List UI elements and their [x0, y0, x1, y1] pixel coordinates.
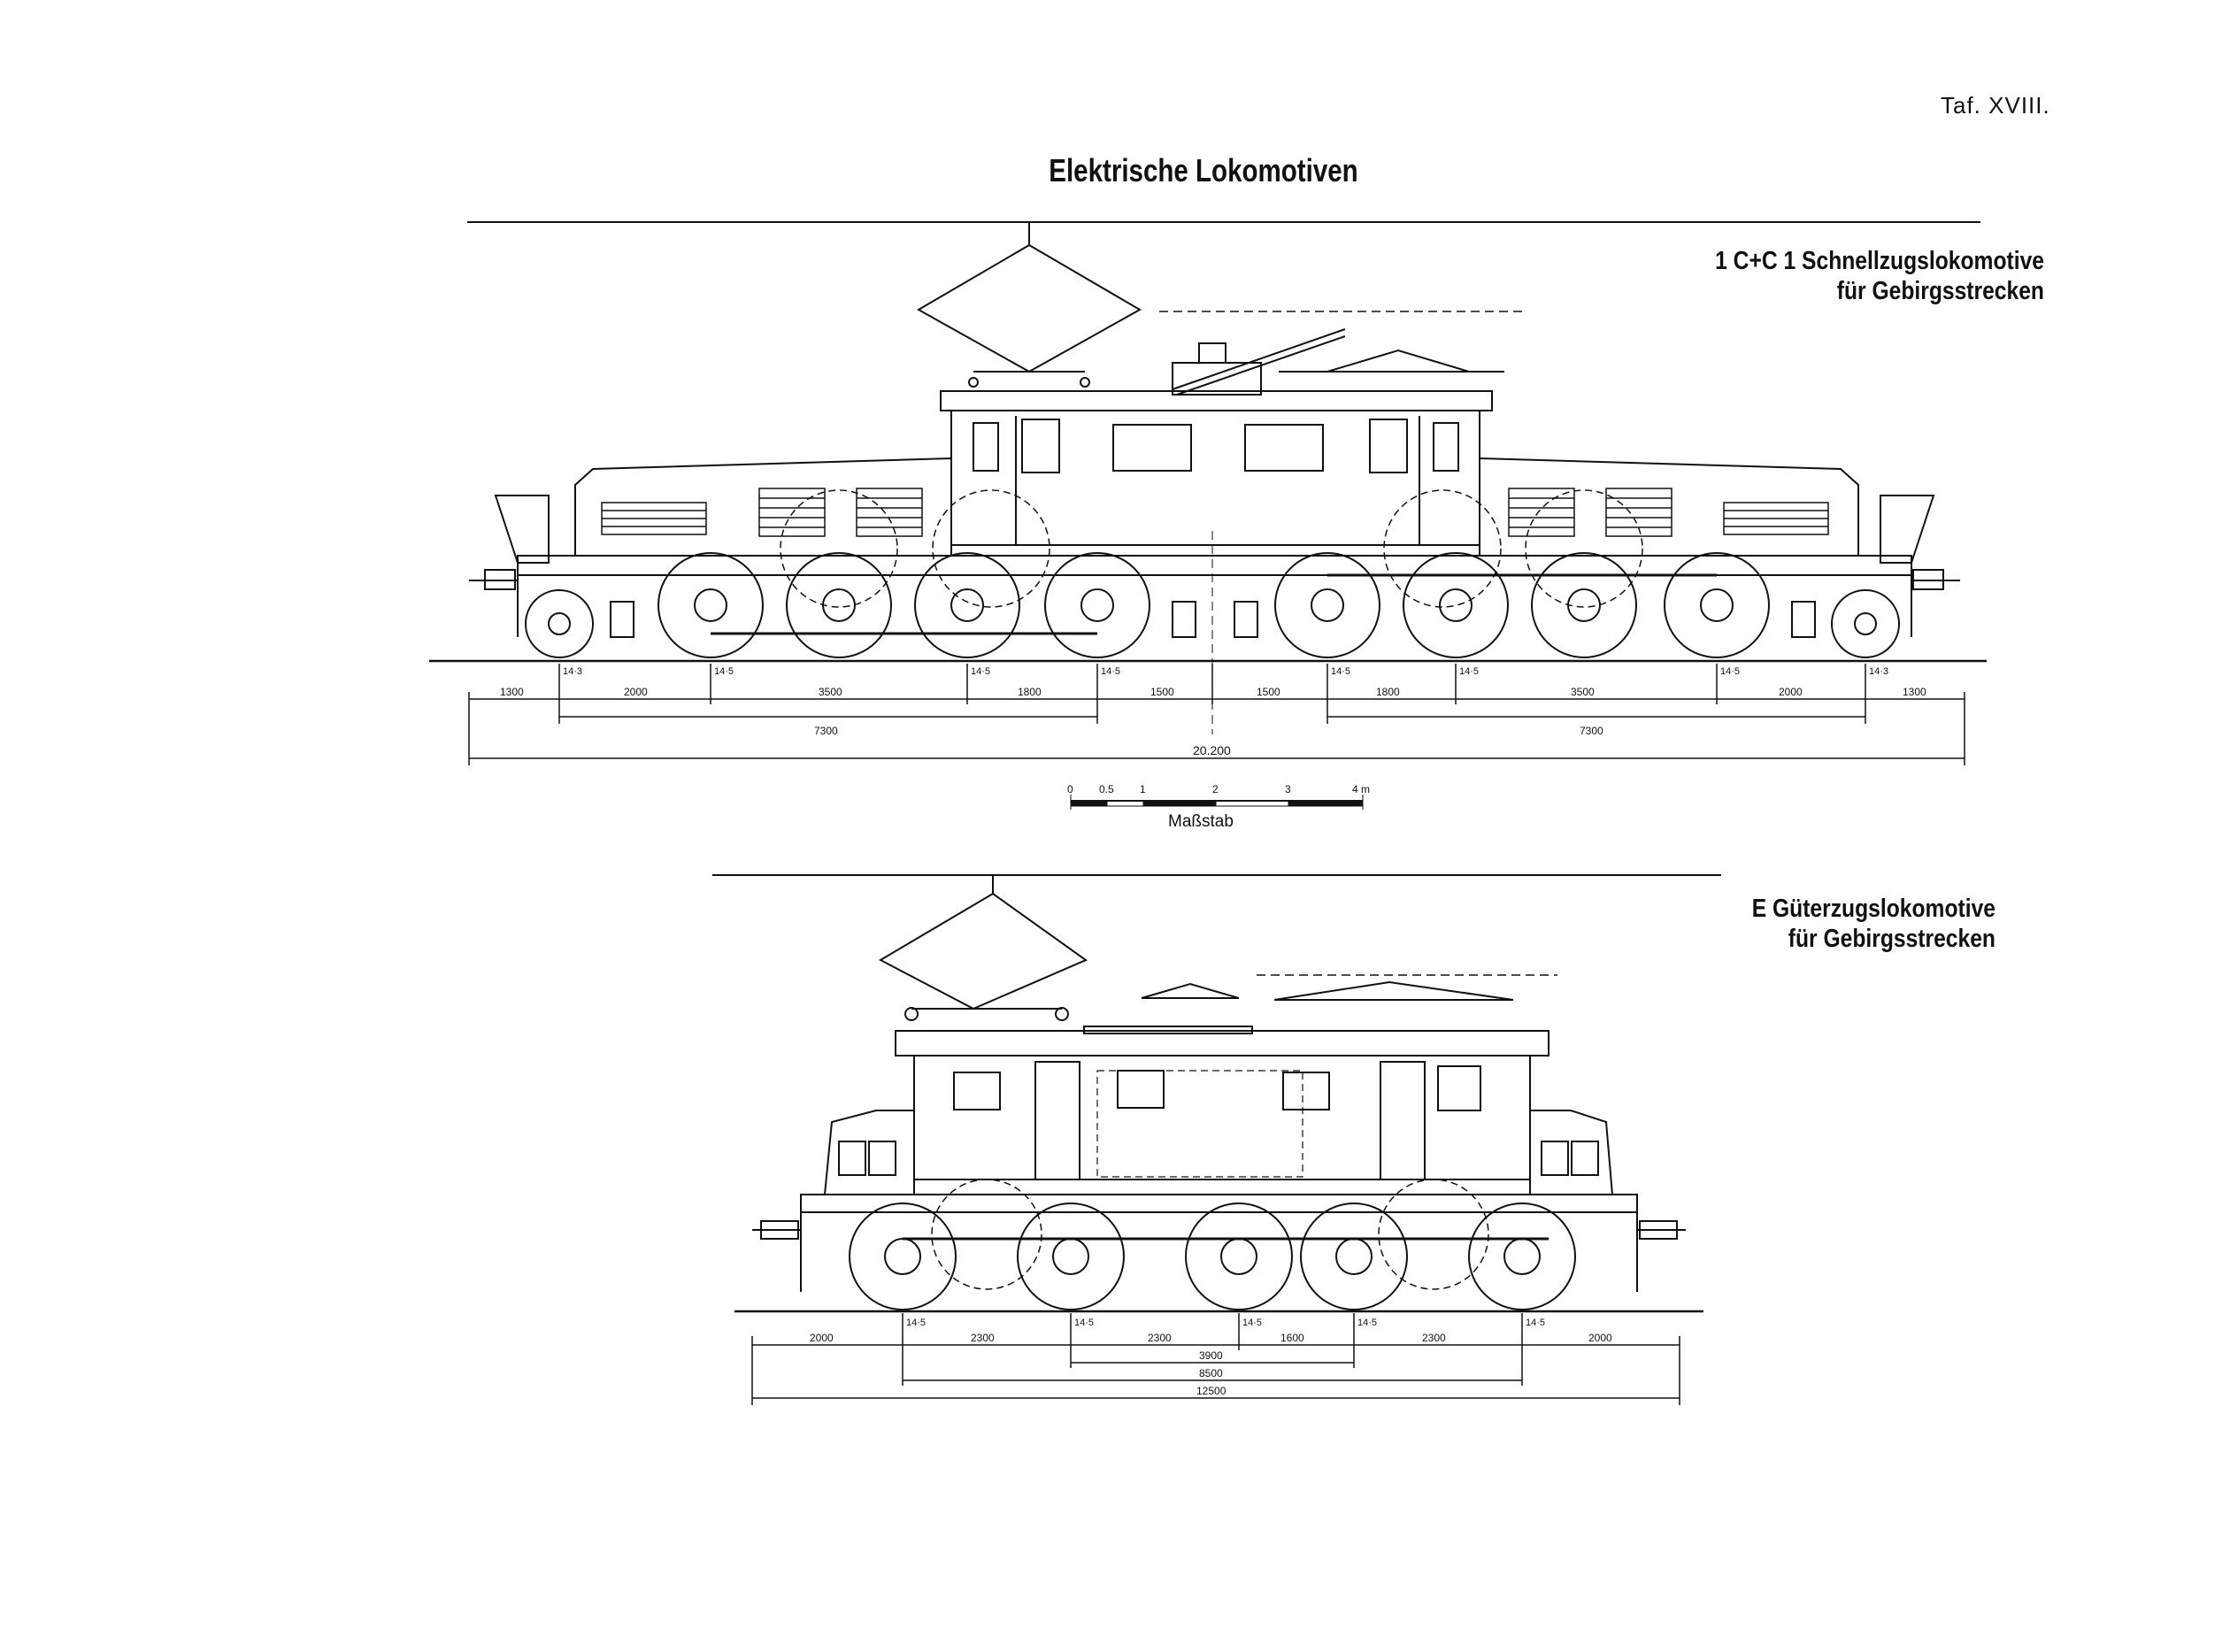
frame-loco-1	[517, 555, 1912, 576]
loco1-dim: 1800	[1018, 686, 1042, 698]
scale-tick: 2	[1212, 783, 1219, 795]
locomotive-2-caption: E Güterzugslokomotive für Gebirgsstrecke…	[1544, 894, 1995, 954]
loco1-dim: 1500	[1257, 686, 1280, 698]
loco1-dim-group: 7300	[1580, 725, 1603, 737]
loco2-dim: 1600	[1280, 1332, 1304, 1344]
locomotive-2-caption-line1: E Güterzugslokomotive	[1751, 895, 1995, 923]
locomotive-2-caption-line2: für Gebirgsstrecken	[1788, 925, 1995, 953]
hood-right	[1479, 457, 1859, 557]
scale-tick: 3	[1285, 783, 1291, 795]
loco1-axle-load: 14·5	[1101, 666, 1120, 677]
loco2-axle-load: 14·5	[1357, 1318, 1377, 1328]
loco1-axle-load: 14·5	[1331, 666, 1350, 677]
wheels-loco-1	[525, 552, 1900, 658]
loco1-dim: 3500	[1571, 686, 1595, 698]
loco2-axle-load: 14·5	[1526, 1318, 1545, 1328]
locomotive-1-caption-line2: für Gebirgsstrecken	[1836, 277, 2044, 305]
loco1-axle-load: 14·5	[971, 666, 990, 677]
locomotive-1-drawing	[429, 223, 1987, 734]
loco1-axle-load: 14·5	[1459, 666, 1479, 677]
loco1-dim: 1300	[500, 686, 524, 698]
central-cab	[950, 410, 1480, 546]
hood-left	[574, 457, 952, 557]
loco1-dim: 3500	[819, 686, 842, 698]
loco1-dim: 2000	[624, 686, 648, 698]
scale-bar	[1070, 795, 1364, 810]
page-title: Elektrische Lokomotiven	[1049, 152, 1358, 188]
scale-tick: 4 m	[1352, 783, 1370, 795]
loco1-total-length: 20.200	[1193, 743, 1231, 757]
scale-bar-label: Maßstab	[1168, 812, 1234, 831]
loco2-dim: 2000	[1588, 1332, 1612, 1344]
scale-tick: 0	[1067, 783, 1073, 795]
loco1-dim: 2000	[1779, 686, 1803, 698]
loco2-dim: 2300	[1422, 1332, 1446, 1344]
plate-number: Taf. XVIII.	[1941, 92, 2050, 119]
loco1-axle-load: 14·5	[714, 666, 734, 677]
loco1-dim: 1300	[1903, 686, 1926, 698]
loco1-axle-load: 14·3	[563, 666, 582, 677]
loco2-dim-3900: 3900	[1199, 1349, 1223, 1362]
loco2-dim: 2000	[810, 1332, 834, 1344]
loco2-dim: 2300	[1148, 1332, 1172, 1344]
wheels-loco-2	[849, 1203, 1576, 1310]
loco1-axle-load: 14·3	[1869, 666, 1888, 677]
loco1-dim-group: 7300	[814, 725, 838, 737]
locomotive-1-caption-line1: 1 C+C 1 Schnellzugslokomotive	[1715, 247, 2044, 275]
frame-loco-2	[800, 1194, 1638, 1213]
loco2-dim-8500: 8500	[1199, 1367, 1223, 1379]
locomotive-2-drawing	[734, 876, 1703, 1313]
loco2-dim: 2300	[971, 1332, 995, 1344]
loco1-axle-load: 14·5	[1720, 666, 1740, 677]
hood-right-loco-2	[1529, 1110, 1614, 1195]
pantograph-loco-2	[878, 876, 1088, 1010]
pantograph-left	[916, 223, 1142, 373]
loco2-total-length: 12500	[1196, 1385, 1226, 1397]
loco2-axle-load: 14·5	[1242, 1318, 1262, 1328]
locomotive-1-caption: 1 C+C 1 Schnellzugslokomotive für Gebirg…	[1593, 246, 2044, 306]
scale-tick: 1	[1140, 783, 1146, 795]
loco2-axle-load: 14·5	[1074, 1318, 1094, 1328]
loco1-dim: 1500	[1150, 686, 1174, 698]
loco1-dim: 1800	[1376, 686, 1400, 698]
roof-equipment	[1172, 362, 1262, 396]
scale-tick: 0.5	[1099, 783, 1114, 795]
loco2-axle-load: 14·5	[906, 1318, 926, 1328]
